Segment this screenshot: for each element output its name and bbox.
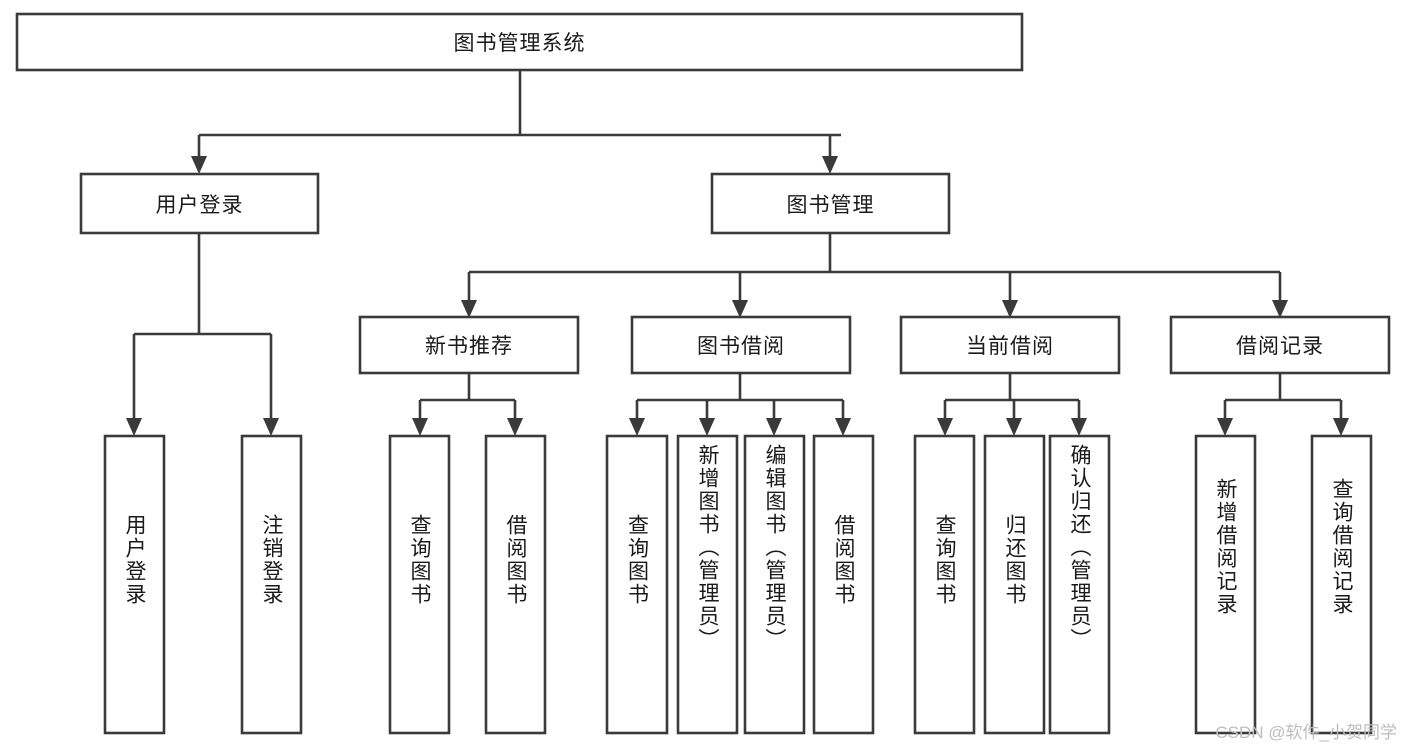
- node-leaf-query-record[interactable]: [1310, 434, 1373, 735]
- arrowhead-leaf-query-book-1: [412, 418, 428, 436]
- node-leaf-add-book[interactable]: [676, 434, 739, 735]
- arrowhead-leaf-query-record: [1333, 418, 1349, 436]
- arrowhead-leaf-add-record: [1217, 418, 1233, 436]
- node-leaf-add-record[interactable]: [1194, 434, 1257, 735]
- edge-group: [126, 70, 1349, 436]
- arrowhead-book-manage: [822, 156, 838, 174]
- arrowhead-leaf-add-book: [699, 418, 715, 436]
- node-book-manage[interactable]: [710, 172, 951, 235]
- arrowhead-leaf-return-book: [1006, 418, 1022, 436]
- arrowhead-current-borrow: [1002, 300, 1018, 318]
- node-leaf-edit-book[interactable]: [743, 434, 806, 735]
- arrowhead-leaf-confirm-return: [1071, 418, 1087, 436]
- node-leaf-user-login[interactable]: [103, 434, 166, 735]
- node-group: [15, 12, 1391, 735]
- node-root[interactable]: [15, 12, 1024, 72]
- arrowhead-new-book-rec: [461, 300, 477, 318]
- node-current-borrow[interactable]: [899, 315, 1121, 375]
- node-leaf-query-book-3[interactable]: [913, 434, 976, 735]
- node-leaf-confirm-return[interactable]: [1048, 434, 1111, 735]
- node-leaf-query-book-1[interactable]: [388, 434, 451, 735]
- arrowhead-user-login: [191, 156, 207, 174]
- arrowhead-leaf-logout: [263, 418, 279, 436]
- arrowhead-leaf-borrow-book-2: [835, 418, 851, 436]
- node-leaf-borrow-book-2[interactable]: [812, 434, 875, 735]
- arrowhead-borrow-record: [1272, 300, 1288, 318]
- arrowhead-leaf-edit-book: [766, 418, 782, 436]
- arrowhead-leaf-borrow-book-1: [507, 418, 523, 436]
- arrowhead-book-borrow: [732, 300, 748, 318]
- arrowhead-leaf-user-login: [126, 418, 142, 436]
- node-borrow-record[interactable]: [1169, 315, 1391, 375]
- arrowhead-leaf-query-book-3: [937, 418, 953, 436]
- node-leaf-borrow-book-1[interactable]: [484, 434, 547, 735]
- node-leaf-query-book-2[interactable]: [605, 434, 669, 735]
- node-leaf-logout[interactable]: [240, 434, 303, 735]
- node-leaf-return-book[interactable]: [983, 434, 1046, 735]
- node-book-borrow[interactable]: [630, 315, 852, 375]
- node-new-book-rec[interactable]: [358, 315, 580, 375]
- node-user-login[interactable]: [79, 172, 320, 235]
- arrowhead-leaf-query-book-2: [629, 418, 645, 436]
